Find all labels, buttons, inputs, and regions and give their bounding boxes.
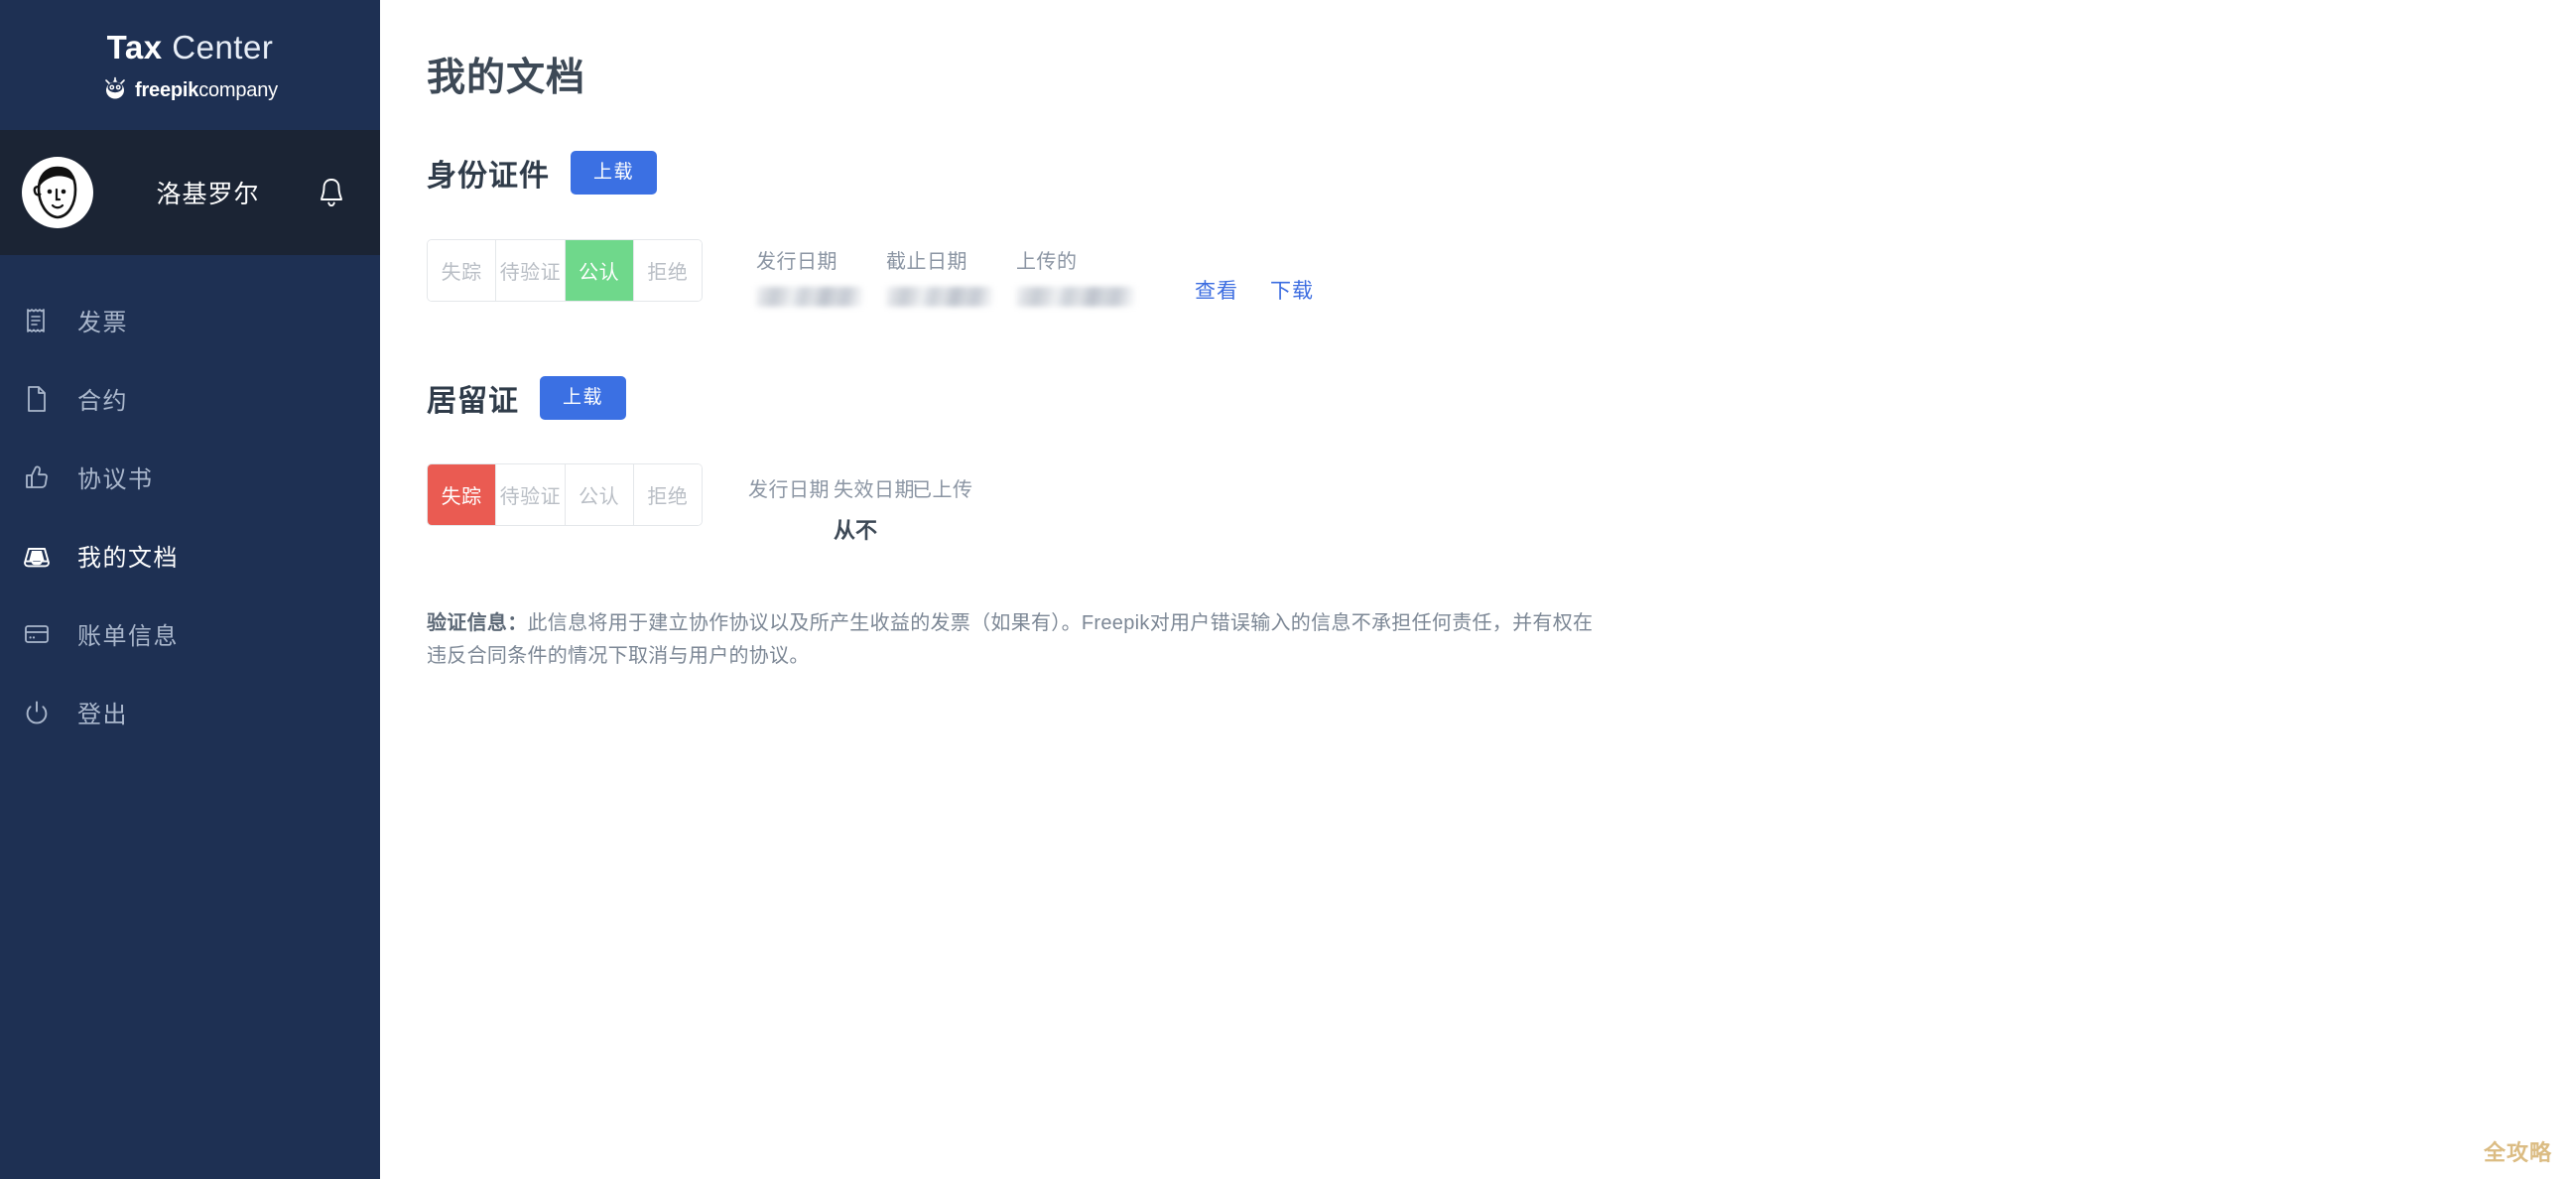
brand-company-text: freepikcompany (135, 79, 278, 102)
sidebar-nav: 发票 合约 协议书 (0, 255, 380, 751)
date-column-issue: 发行日期 (748, 473, 834, 545)
sidebar-item-invoices[interactable]: 发票 (0, 281, 380, 359)
sidebar-item-my-documents[interactable]: 我的文档 (0, 516, 380, 594)
inbox-tray-icon (22, 541, 52, 571)
section-title: 居留证 (427, 385, 519, 418)
status-pill-approved[interactable]: 公认 (565, 240, 634, 301)
document-icon (22, 384, 52, 414)
brand-company-bold: freepik (135, 78, 199, 101)
status-pill-pending[interactable]: 待验证 (496, 464, 566, 525)
receipt-icon (22, 306, 52, 335)
verification-note-label: 验证信息： (427, 612, 528, 634)
date-label: 发行日期 (748, 479, 830, 501)
profile-name: 洛基罗尔 (156, 181, 260, 208)
main-content: 我的文档 身份证件 上载 失踪 待验证 公认 拒绝 发行日期 (380, 0, 2576, 1179)
section-header: 居留证 上载 (427, 376, 2576, 420)
document-row: 失踪 待验证 公认 拒绝 发行日期 失效日期 从不 已上传 (427, 463, 2576, 545)
brand-title: Tax Center (107, 30, 274, 66)
section-residence-permit: 居留证 上载 失踪 待验证 公认 拒绝 发行日期 失效日期 从不 (427, 376, 2576, 545)
brand-company-light: company (198, 78, 278, 101)
status-pill-pending[interactable]: 待验证 (496, 240, 566, 301)
sidebar-item-contracts[interactable]: 合约 (0, 359, 380, 438)
upload-button[interactable]: 上载 (571, 151, 658, 195)
status-pill-rejected[interactable]: 拒绝 (633, 240, 702, 301)
document-row: 失踪 待验证 公认 拒绝 发行日期 截止日期 上传的 (427, 239, 2576, 307)
bell-icon[interactable] (317, 176, 346, 209)
date-label: 发行日期 (756, 251, 837, 273)
sidebar-item-label: 账单信息 (77, 623, 179, 650)
verification-note: 验证信息：此信息将用于建立协作协议以及所产生收益的发票（如果有）。Freepik… (427, 607, 1598, 673)
date-label: 截止日期 (886, 251, 967, 273)
upload-button[interactable]: 上载 (540, 376, 627, 420)
section-identity-document: 身份证件 上载 失踪 待验证 公认 拒绝 发行日期 截止日期 (427, 151, 2576, 307)
date-column-expiry: 截止日期 (886, 245, 1016, 307)
page-title: 我的文档 (427, 57, 586, 99)
avatar (22, 157, 93, 228)
date-column-uploaded: 已上传 (912, 473, 997, 545)
date-label: 失效日期 (834, 479, 915, 501)
power-icon (22, 698, 52, 727)
sidebar-item-label: 协议书 (77, 466, 154, 493)
status-pill-rejected[interactable]: 拒绝 (633, 464, 702, 525)
sidebar: Tax Center freepikcompany (0, 0, 380, 1179)
brand-header: Tax Center freepikcompany (0, 0, 380, 130)
status-segmented-control: 失踪 待验证 公认 拒绝 (427, 239, 703, 302)
brand-title-bold: Tax (106, 29, 163, 66)
verification-note-body: 此信息将用于建立协作协议以及所产生收益的发票（如果有）。Freepik对用户错误… (427, 612, 1594, 667)
view-link[interactable]: 查看 (1195, 280, 1238, 303)
user-avatar-face-icon (31, 164, 84, 221)
sidebar-item-label: 发票 (77, 310, 128, 336)
watermark: 全攻略 (2483, 1140, 2552, 1165)
redacted-value (886, 287, 992, 307)
date-column-issue: 发行日期 (756, 245, 886, 307)
status-pill-approved[interactable]: 公认 (565, 464, 634, 525)
redacted-value (1016, 287, 1134, 307)
row-actions: 查看 下载 (1146, 239, 1314, 305)
date-columns: 发行日期 截止日期 上传的 (703, 239, 1146, 307)
sidebar-item-billing-info[interactable]: 账单信息 (0, 594, 380, 673)
sidebar-item-agreements[interactable]: 协议书 (0, 438, 380, 516)
sidebar-item-label: 合约 (77, 388, 128, 415)
date-column-expiry: 失效日期 从不 (834, 473, 915, 545)
sidebar-item-logout[interactable]: 登出 (0, 673, 380, 751)
brand-company: freepikcompany (102, 75, 278, 106)
status-pill-missing[interactable]: 失踪 (428, 464, 497, 525)
thumbs-up-icon (22, 462, 52, 492)
freepik-robot-logo-icon (102, 75, 128, 106)
status-segmented-control: 失踪 待验证 公认 拒绝 (427, 463, 703, 526)
status-pill-missing[interactable]: 失踪 (428, 240, 497, 301)
date-column-uploaded: 上传的 (1016, 245, 1146, 307)
section-header: 身份证件 上载 (427, 151, 2576, 195)
sidebar-item-label: 登出 (77, 702, 128, 728)
credit-card-icon (22, 619, 52, 649)
date-value: 从不 (834, 518, 878, 543)
sidebar-item-label: 我的文档 (77, 545, 179, 572)
download-link[interactable]: 下载 (1270, 280, 1314, 303)
brand-title-light: Center (162, 29, 274, 66)
date-columns: 发行日期 失效日期 从不 已上传 (703, 463, 997, 545)
date-label: 上传的 (1016, 251, 1078, 273)
section-title: 身份证件 (427, 160, 550, 193)
redacted-value (756, 287, 862, 307)
date-label: 已上传 (912, 479, 973, 501)
user-profile[interactable]: 洛基罗尔 (0, 130, 380, 255)
